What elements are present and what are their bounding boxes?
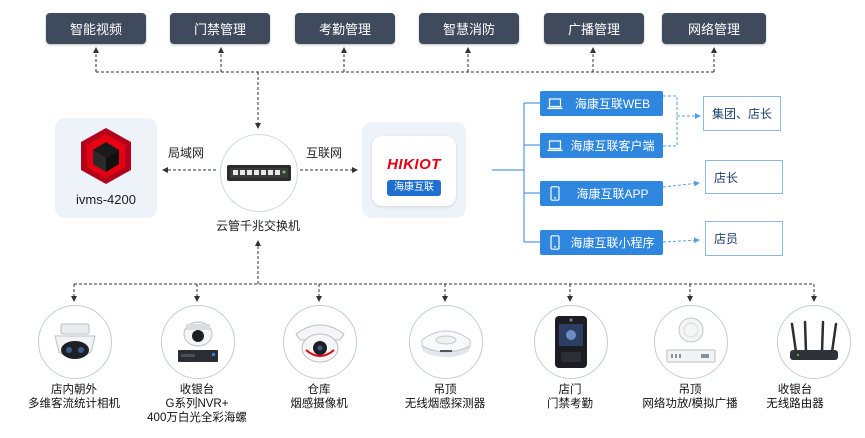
client-web-label: 海康互联WEB: [574, 97, 651, 111]
device-location: 吊顶: [433, 384, 457, 396]
smoke-detector-icon: [421, 330, 471, 357]
device-type: 无线路由器: [766, 398, 824, 410]
device-type-detail: 400万白光全彩海螺: [147, 412, 247, 424]
device-location: 收银台: [179, 384, 215, 396]
hikiot-app-name-badge: 海康互联: [387, 180, 441, 196]
device-label-smoke-detector: 吊顶 无线烟感探测器: [375, 383, 515, 411]
device-location: 店内朝外: [51, 384, 97, 396]
ivms-platform-card[interactable]: ivms-4200: [55, 118, 157, 218]
device-people-counting-camera[interactable]: [38, 305, 112, 379]
lan-label: 局域网: [168, 146, 205, 160]
client-web-button[interactable]: 海康互联WEB: [540, 91, 663, 116]
laptop-icon: [544, 97, 566, 110]
router-icon: [790, 320, 838, 360]
client-app-button[interactable]: 海康互联APP: [540, 181, 663, 206]
ivms-logo-icon: [81, 128, 131, 184]
module-smart-video-button[interactable]: 智能视频: [46, 13, 146, 44]
device-smoke-detector[interactable]: [409, 305, 483, 379]
device-label-access: 店门 门禁考勤: [500, 383, 640, 411]
device-type: G系列NVR+: [165, 398, 229, 410]
module-attendance-button[interactable]: 考勤管理: [295, 13, 395, 44]
client-desktop-button[interactable]: 海康互联客户端: [540, 133, 663, 158]
device-network-amplifier[interactable]: [654, 305, 728, 379]
speaker-amp-icon: [666, 317, 716, 363]
role-staff-box: 店员: [705, 221, 783, 256]
internet-label: 互联网: [306, 146, 343, 160]
phone-icon: [544, 186, 566, 201]
device-type: 无线烟感探测器: [404, 398, 486, 410]
hikiot-brand-text: HIKIOT: [387, 156, 441, 173]
hikiot-app-card[interactable]: HIKIOT 海康互联: [362, 122, 466, 218]
module-network-button[interactable]: 网络管理: [662, 13, 766, 44]
phone-icon: [544, 235, 566, 250]
nvr-camera-icon: [178, 321, 218, 362]
client-app-label: 海康互联APP: [576, 187, 649, 201]
module-access-control-button[interactable]: 门禁管理: [170, 13, 270, 44]
device-location: 收银台: [777, 384, 813, 396]
device-wireless-router[interactable]: [777, 305, 851, 379]
module-broadcast-button[interactable]: 广播管理: [544, 13, 644, 44]
switch-icon: [227, 165, 291, 181]
module-fire-safety-button[interactable]: 智慧消防: [419, 13, 519, 44]
device-label-router: 收银台 无线路由器: [725, 383, 865, 411]
role-group-manager-box: 集团、店长: [703, 96, 781, 131]
client-mini-program-label: 海康互联小程序: [570, 236, 655, 250]
device-label-smoke-camera: 仓库 烟感摄像机: [249, 383, 389, 411]
client-mini-program-button[interactable]: 海康互联小程序: [540, 230, 663, 255]
device-location: 吊顶: [678, 384, 702, 396]
device-type: 网络功放/模拟广播: [642, 398, 738, 410]
device-type: 多维客流统计相机: [28, 398, 120, 410]
switch-label: 云管千兆交换机: [215, 219, 300, 233]
device-label-amplifier: 吊顶 网络功放/模拟广播: [620, 383, 760, 411]
device-location: 店门: [558, 384, 582, 396]
role-store-manager-box: 店长: [705, 160, 783, 194]
device-access-terminal[interactable]: [534, 305, 608, 379]
device-label-nvr: 收银台 G系列NVR+ 400万白光全彩海螺: [127, 383, 267, 425]
platform-name: ivms-4200: [76, 192, 136, 207]
device-type: 门禁考勤: [547, 398, 593, 410]
device-type: 烟感摄像机: [290, 398, 348, 410]
access-terminal-icon: [555, 316, 587, 368]
client-desktop-label: 海康互联客户端: [570, 139, 655, 153]
smoke-camera-icon: [295, 324, 345, 363]
laptop-icon: [544, 139, 566, 152]
device-smoke-camera[interactable]: [283, 305, 357, 379]
device-nvr-and-camera[interactable]: [161, 305, 235, 379]
cloud-switch-node[interactable]: [220, 134, 298, 212]
device-label-people-counting: 店内朝外 多维客流统计相机: [4, 383, 144, 411]
device-location: 仓库: [307, 384, 331, 396]
dome-camera-icon: [54, 323, 96, 359]
